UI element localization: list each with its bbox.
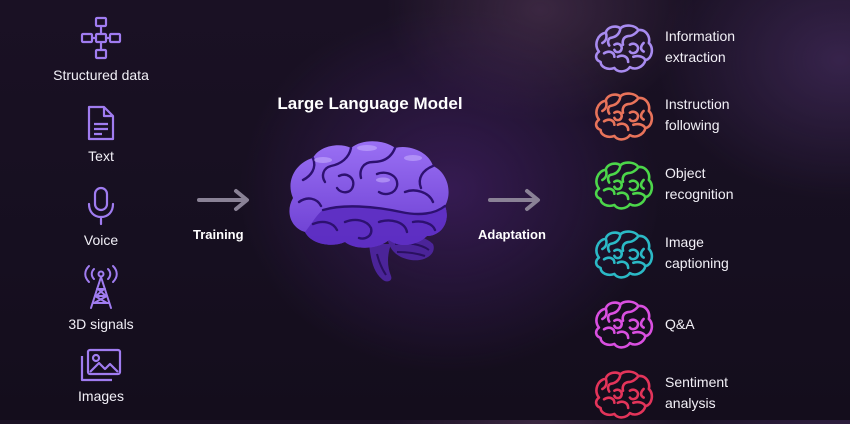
- output-label: Q&A: [665, 314, 695, 335]
- input-label: Voice: [83, 232, 119, 248]
- brain-icon: [289, 141, 449, 282]
- output-sentiment-analysis: Sentiment analysis: [592, 370, 842, 424]
- output-label-line2: recognition: [665, 186, 734, 202]
- output-label-line1: Information: [665, 28, 736, 44]
- input-label: Structured data: [53, 67, 149, 83]
- output-label-line1: Q&A: [665, 316, 695, 332]
- antenna-tower-icon: [84, 265, 118, 309]
- output-instruction-following: Instruction following: [592, 92, 842, 146]
- arrow-right-icon: [488, 189, 540, 211]
- brain-outline-icon: [594, 24, 654, 73]
- image-gallery-icon: [80, 348, 122, 382]
- output-label-line1: Instruction: [665, 96, 730, 112]
- output-label-line2: extraction: [665, 49, 726, 65]
- output-object-recognition: Object recognition: [592, 161, 842, 215]
- brain-outline-icon: [594, 300, 654, 349]
- microphone-icon: [87, 186, 115, 226]
- adaptation-label: Adaptation: [478, 227, 546, 242]
- output-label: Object recognition: [665, 163, 734, 205]
- input-label: 3D signals: [68, 316, 134, 332]
- output-label-line1: Image: [665, 234, 704, 250]
- output-information-extraction: Information extraction: [592, 24, 842, 78]
- flowchart-icon: [80, 16, 122, 60]
- output-label-line1: Sentiment: [665, 374, 729, 390]
- output-label: Sentiment analysis: [665, 372, 728, 414]
- input-structured-data: Structured data: [26, 15, 176, 83]
- training-label: Training: [193, 227, 244, 242]
- brain-outline-icon: [594, 92, 654, 141]
- output-image-captioning: Image captioning: [592, 230, 842, 284]
- output-label: Instruction following: [665, 94, 730, 136]
- output-label-line1: Object: [665, 165, 706, 181]
- arrow-right-icon: [197, 189, 249, 211]
- output-label-line2: analysis: [665, 395, 716, 411]
- brain-outline-icon: [594, 161, 654, 210]
- brain-outline-icon: [594, 230, 654, 279]
- input-3d-signals: 3D signals: [26, 264, 176, 332]
- output-label: Image captioning: [665, 232, 729, 274]
- diagram-title: Large Language Model: [277, 94, 463, 113]
- input-label: Text: [88, 148, 114, 164]
- output-label-line2: captioning: [665, 255, 729, 271]
- output-qa: Q&A: [592, 300, 842, 354]
- input-text: Text: [26, 104, 176, 164]
- output-label: Information extraction: [665, 26, 735, 68]
- input-voice: Voice: [26, 186, 176, 248]
- output-label-line2: following: [665, 117, 720, 133]
- input-images: Images: [26, 348, 176, 404]
- document-icon: [87, 105, 115, 141]
- input-label: Images: [78, 388, 124, 404]
- brain-outline-icon: [594, 370, 654, 419]
